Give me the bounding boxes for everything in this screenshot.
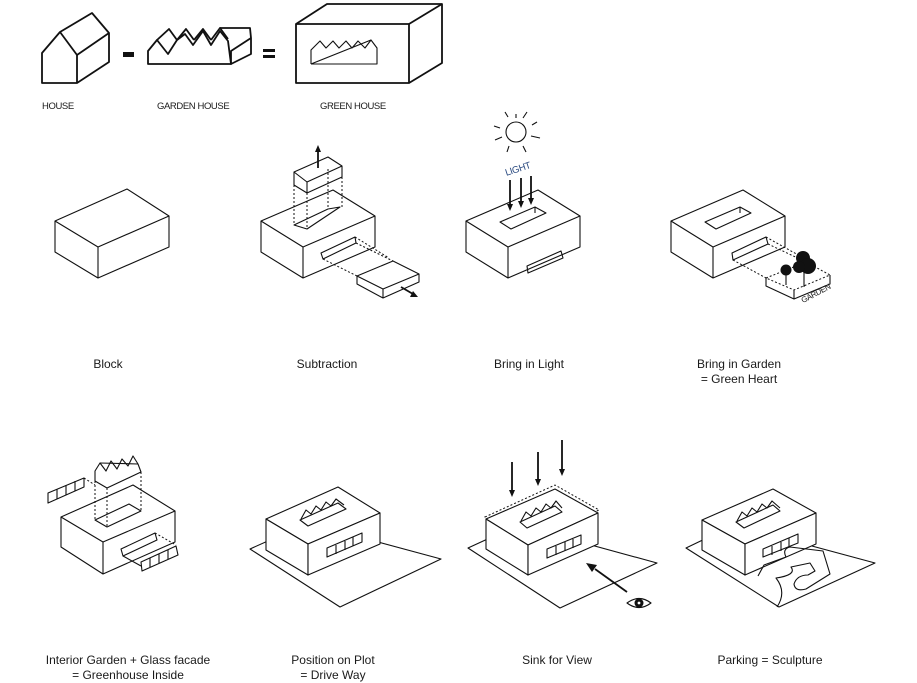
block-diagram bbox=[54, 188, 170, 279]
parking-sculpture-diagram bbox=[685, 488, 876, 608]
bring-in-garden-diagram bbox=[670, 189, 832, 300]
sawtooth-garden-house-icon bbox=[147, 27, 252, 65]
bring-in-light-diagram bbox=[465, 111, 581, 279]
position-on-plot-diagram bbox=[249, 486, 442, 608]
step-position-subtitle: = Drive Way bbox=[300, 668, 366, 682]
eye-icon bbox=[626, 597, 652, 609]
step-sink-title: Sink for View bbox=[522, 653, 592, 667]
step-block-title: Block bbox=[93, 357, 123, 371]
step-parking-title: Parking = Sculpture bbox=[717, 653, 823, 667]
sink-for-view-diagram bbox=[467, 440, 658, 609]
equals-operator bbox=[263, 49, 275, 58]
light-arrows bbox=[507, 176, 534, 211]
step-light-title: Bring in Light bbox=[493, 357, 565, 371]
interior-garden-diagram bbox=[47, 455, 179, 575]
step-interior-garden-title: Interior Garden + Glass facade bbox=[45, 653, 211, 667]
sun-icon bbox=[493, 111, 541, 153]
step-interior-garden-subtitle: = Greenhouse Inside bbox=[72, 668, 184, 682]
subtraction-diagram bbox=[260, 145, 420, 299]
minus-operator bbox=[123, 52, 134, 57]
step-garden-subtitle: = Green Heart bbox=[700, 372, 778, 386]
green-house-label: GREEN HOUSE bbox=[320, 101, 386, 112]
step-subtraction-title: Subtraction bbox=[296, 357, 358, 371]
step-garden-title: Bring in Garden bbox=[696, 357, 782, 371]
house-icon bbox=[41, 12, 110, 84]
green-house-box-icon bbox=[295, 3, 443, 84]
garden-house-label: GARDEN HOUSE bbox=[157, 101, 230, 112]
tree-icons bbox=[780, 251, 816, 287]
step-position-title: Position on Plot bbox=[291, 653, 375, 667]
house-label: HOUSE bbox=[42, 101, 74, 112]
